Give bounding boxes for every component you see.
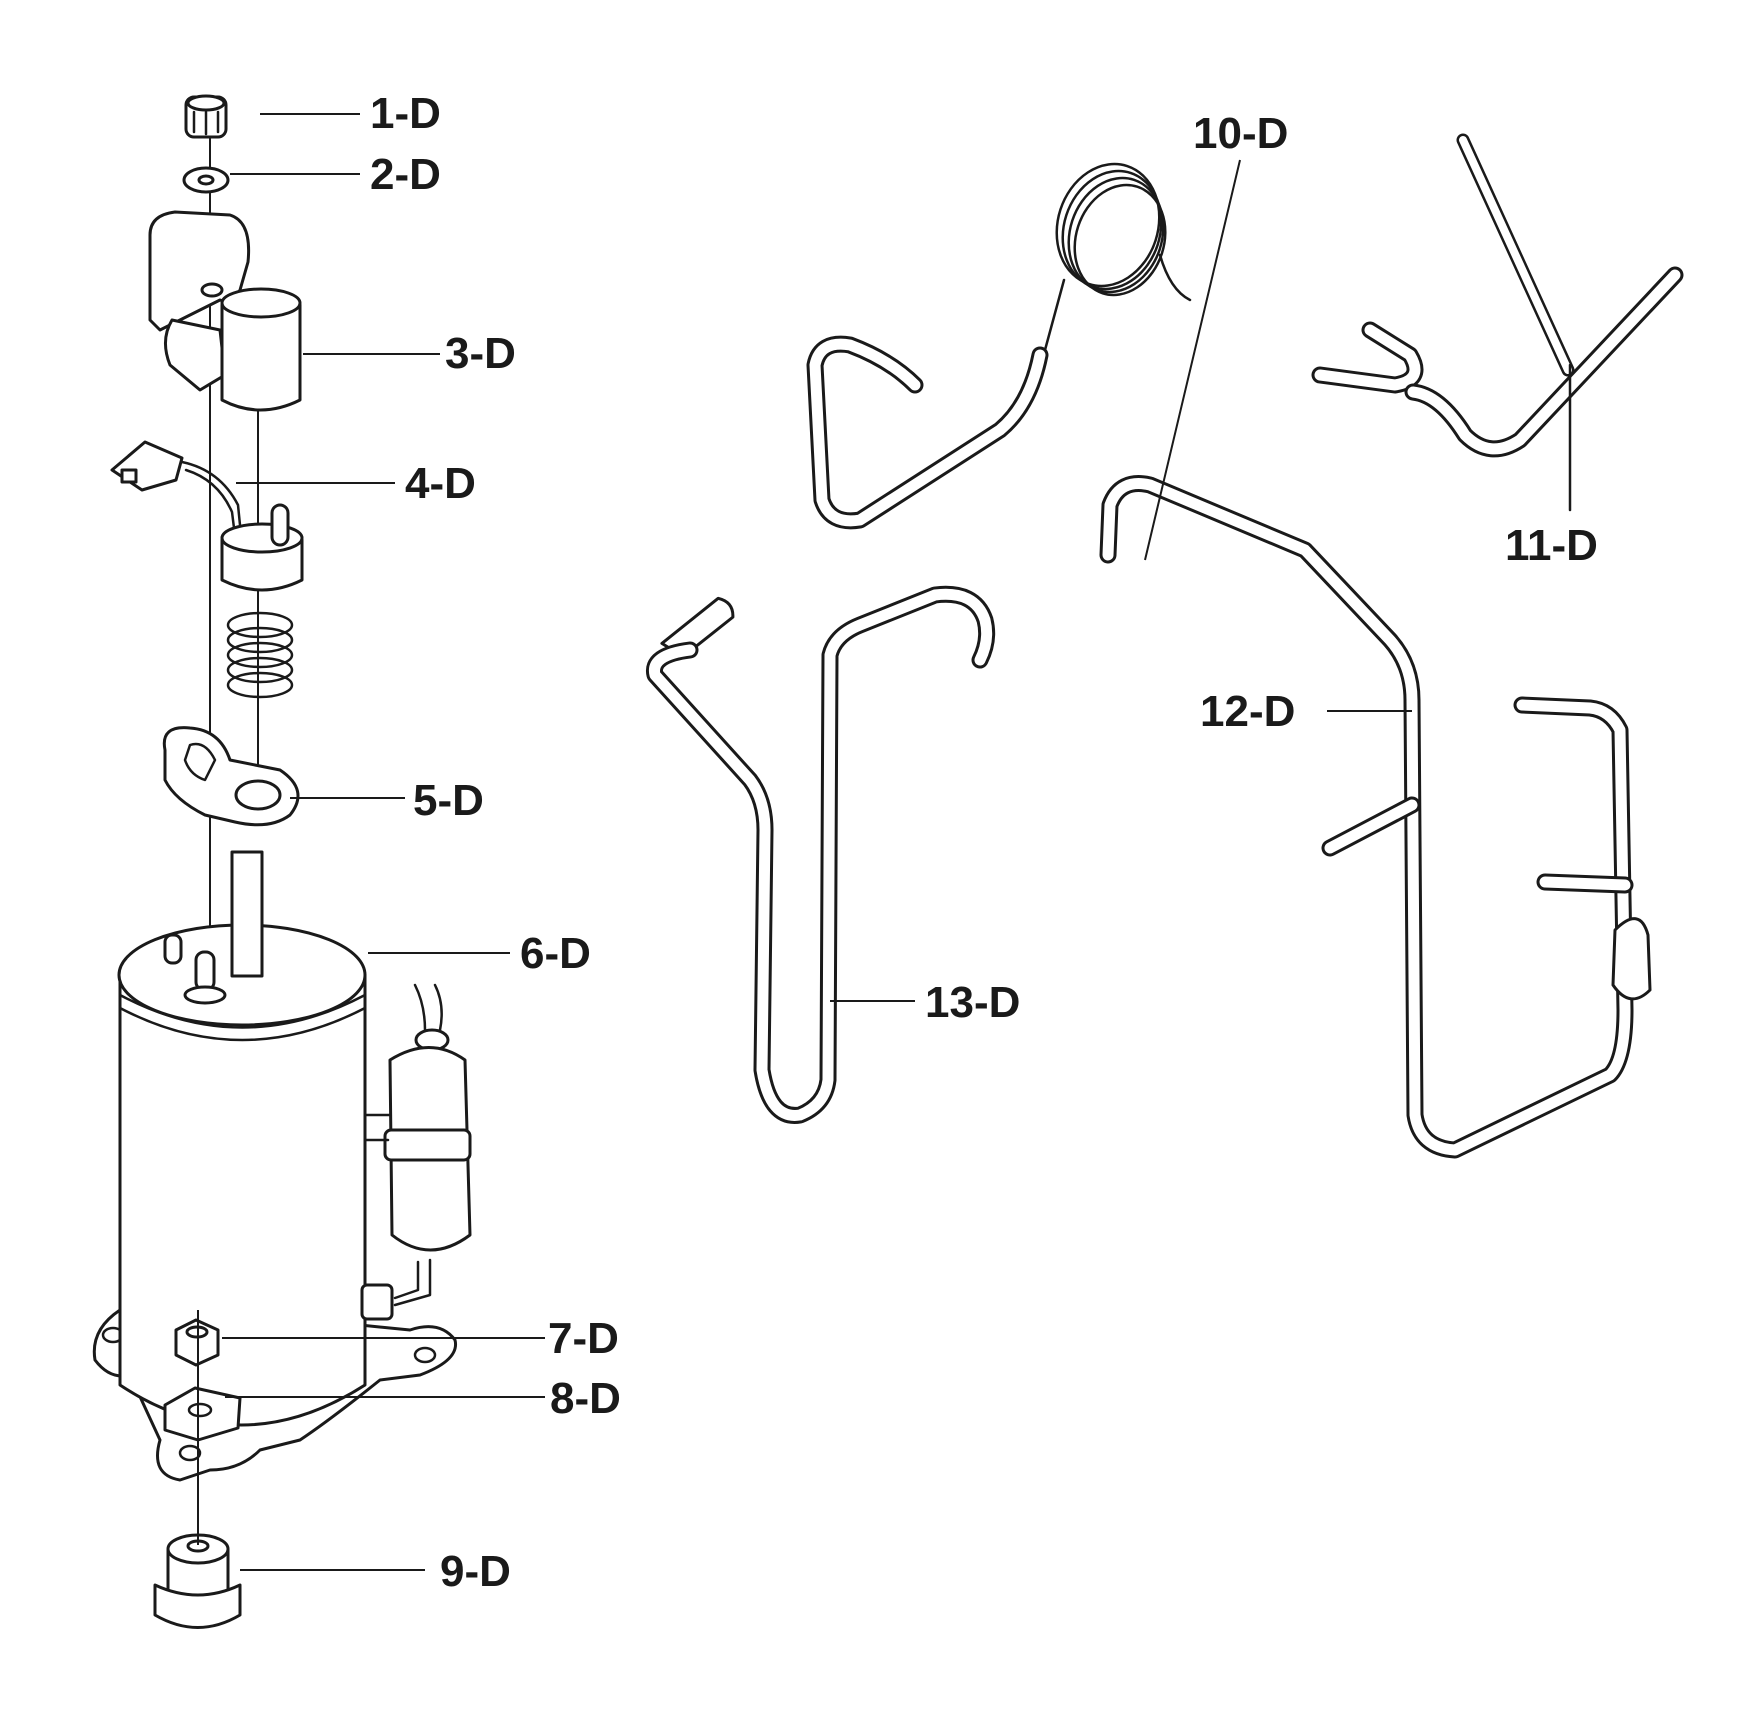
label-5-d: 5-D xyxy=(413,776,484,825)
part-labels: 1-D 2-D 3-D 4-D 5-D 6-D 7-D 8-D 9-D 10-D… xyxy=(370,89,1598,1596)
part-11-d-tube xyxy=(1311,133,1684,512)
label-1-d: 1-D xyxy=(370,89,441,138)
label-11-d: 11-D xyxy=(1505,521,1598,570)
part-9-d-rubber-mount xyxy=(153,1533,242,1629)
label-8-d: 8-D xyxy=(550,1374,621,1423)
part-10-d-capillary-tube xyxy=(806,162,1192,530)
label-13-d: 13-D xyxy=(925,978,1020,1027)
label-10-d: 10-D xyxy=(1193,109,1288,158)
label-4-d: 4-D xyxy=(405,459,476,508)
compressor-assembly xyxy=(92,94,472,1629)
part-2-d-washer xyxy=(182,166,230,194)
label-12-d: 12-D xyxy=(1200,687,1295,736)
label-9-d: 9-D xyxy=(440,1547,511,1596)
label-6-d: 6-D xyxy=(520,929,591,978)
part-8-d-bracket xyxy=(163,1386,242,1442)
part-4-d-lead-wire xyxy=(110,440,304,592)
part-12-d-tube xyxy=(1099,475,1652,1159)
part-5-d-gasket xyxy=(162,726,300,827)
leader-lines xyxy=(222,113,1412,1571)
label-3-d: 3-D xyxy=(445,329,516,378)
part-3-d-terminal-cover xyxy=(148,210,302,412)
label-7-d: 7-D xyxy=(548,1314,619,1363)
part-1-d-cap-nut xyxy=(184,94,228,139)
label-2-d: 2-D xyxy=(370,150,441,199)
spring xyxy=(226,611,294,699)
part-13-d-tube xyxy=(646,585,996,1124)
part-6-d-compressor xyxy=(92,850,472,1482)
